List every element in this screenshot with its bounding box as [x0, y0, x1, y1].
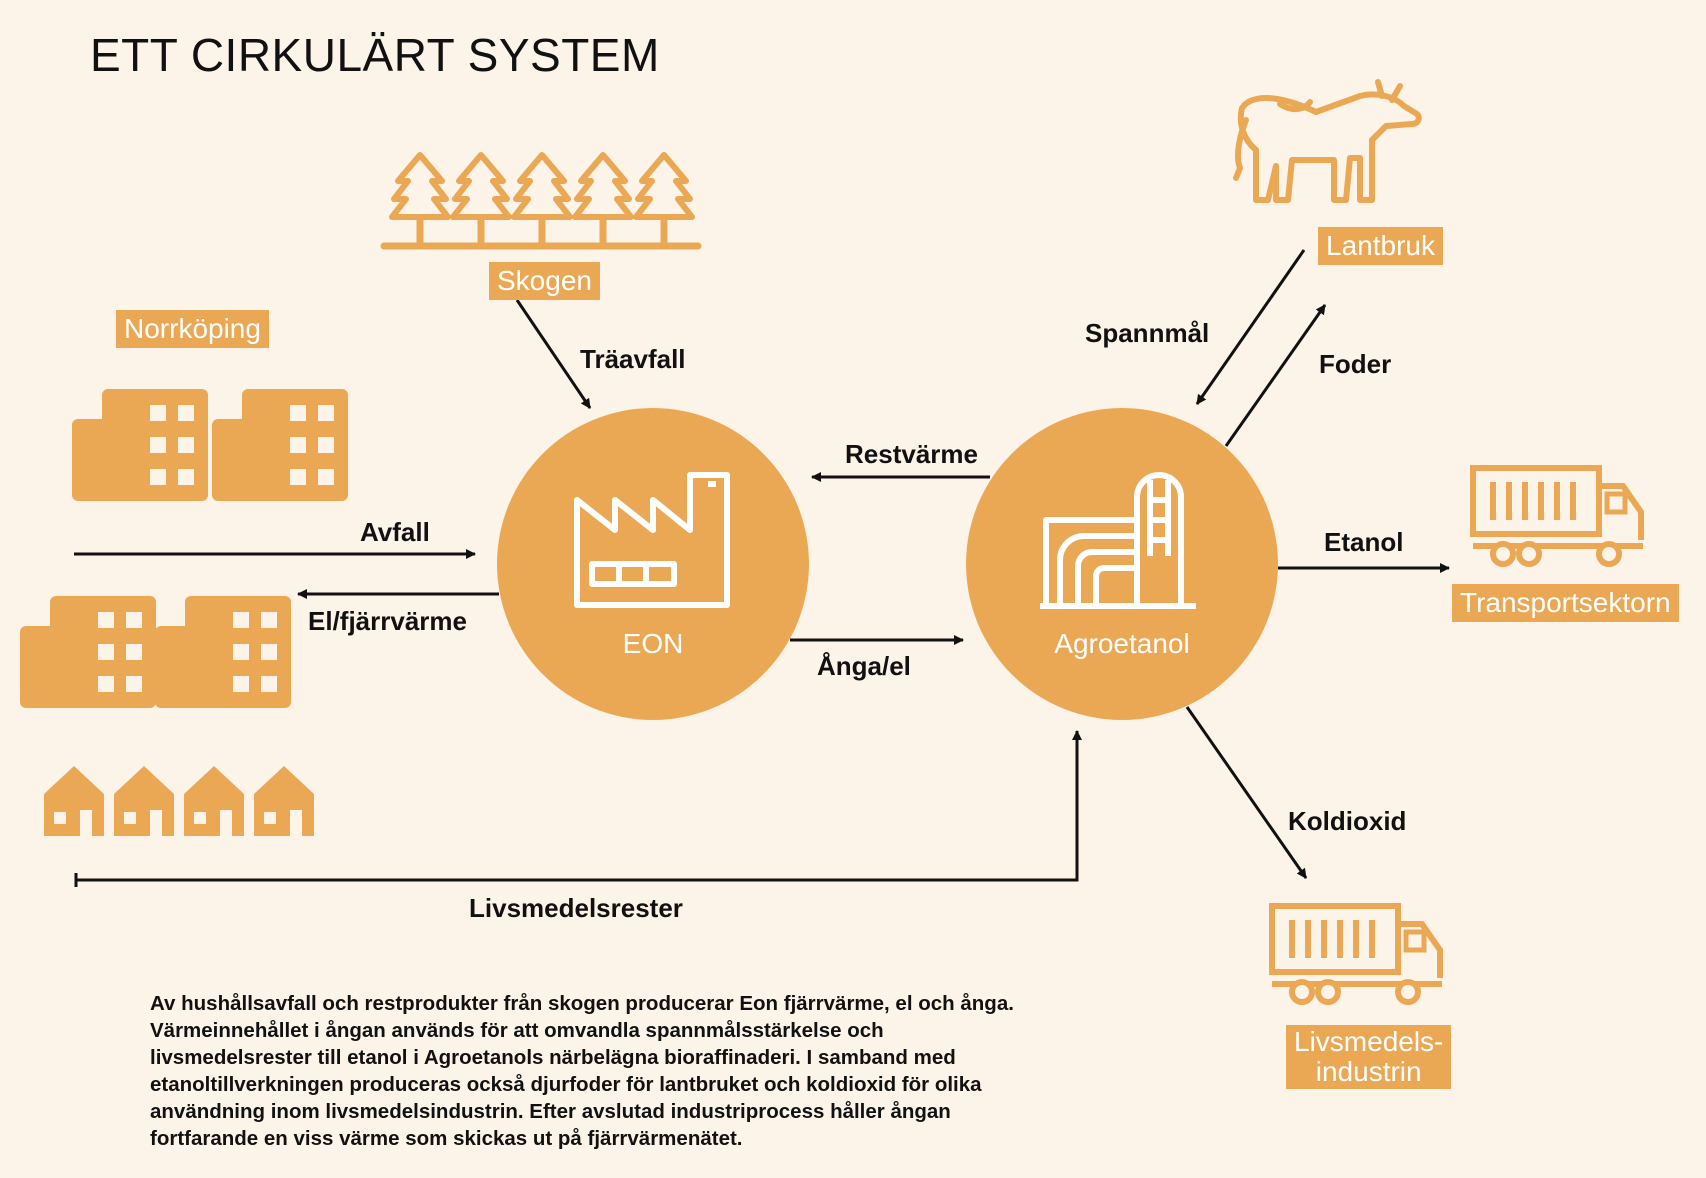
cow-icon — [1233, 79, 1422, 203]
arrow-foder — [1224, 304, 1327, 447]
house-icon — [254, 766, 314, 836]
circle-label-agroetanol: Agroetanol — [1054, 628, 1190, 659]
description-text: Av hushållsavfall och restprodukter från… — [150, 992, 1014, 1150]
building-icon — [155, 596, 291, 708]
flow-label-anga-el: Ånga/el — [817, 651, 911, 681]
flow-label-etanol: Etanol — [1324, 527, 1404, 557]
house-icon — [44, 766, 104, 836]
flow-label-foder: Foder — [1319, 349, 1392, 379]
node-label-transportsektorn: Transportsektorn — [1452, 584, 1679, 622]
flow-arrows — [74, 249, 1450, 887]
house-icon — [114, 766, 174, 836]
flow-label-avfall: Avfall — [360, 517, 430, 547]
building-icon — [72, 389, 208, 501]
circle-label-eon: EON — [622, 628, 684, 659]
tree-icon — [453, 155, 509, 243]
house-icon — [184, 766, 244, 836]
tree-icon — [575, 155, 631, 243]
city-group — [20, 389, 348, 836]
flow-label-spannmal: Spannmål — [1085, 318, 1210, 348]
flow-label-restvarme: Restvärme — [845, 439, 978, 469]
tree-icon — [636, 155, 692, 243]
node-label-livsmedelsindustrin-line1: Livsmedels- — [1294, 1026, 1444, 1057]
flow-label-el-fjarrvarme: El/fjärrvärme — [308, 606, 467, 636]
flow-label-traavfall: Träavfall — [580, 344, 686, 374]
factory-icon — [574, 472, 730, 608]
building-icon — [20, 596, 156, 708]
node-label-lantbruk: Lantbruk — [1318, 227, 1443, 265]
forest-group — [380, 155, 702, 250]
flow-label-koldioxid: Koldioxid — [1288, 806, 1407, 836]
arrow-koldioxid — [1185, 706, 1308, 879]
arrow-traavfall — [515, 299, 592, 409]
page-title: ETT CIRKULÄRT SYSTEM — [90, 29, 660, 81]
refinery-icon — [1040, 472, 1196, 609]
truck-icon — [1272, 906, 1442, 1002]
tree-icon — [514, 155, 570, 243]
truck-icon — [1473, 468, 1643, 564]
arrow-livsmedelsrester — [76, 730, 1082, 882]
node-label-livsmedelsindustrin: Livsmedels- industrin — [1286, 1025, 1452, 1089]
node-label-skogen: Skogen — [489, 262, 600, 300]
flow-label-livsmedelsrester: Livsmedelsrester — [469, 893, 683, 923]
arrow-spannmal — [1195, 249, 1306, 405]
node-label-livsmedelsindustrin-line2: industrin — [1315, 1056, 1422, 1087]
tree-icon — [392, 155, 448, 243]
building-icon — [212, 389, 348, 501]
node-label-norrkoping: Norrköping — [116, 310, 269, 348]
agroetanol-circle — [966, 408, 1278, 720]
